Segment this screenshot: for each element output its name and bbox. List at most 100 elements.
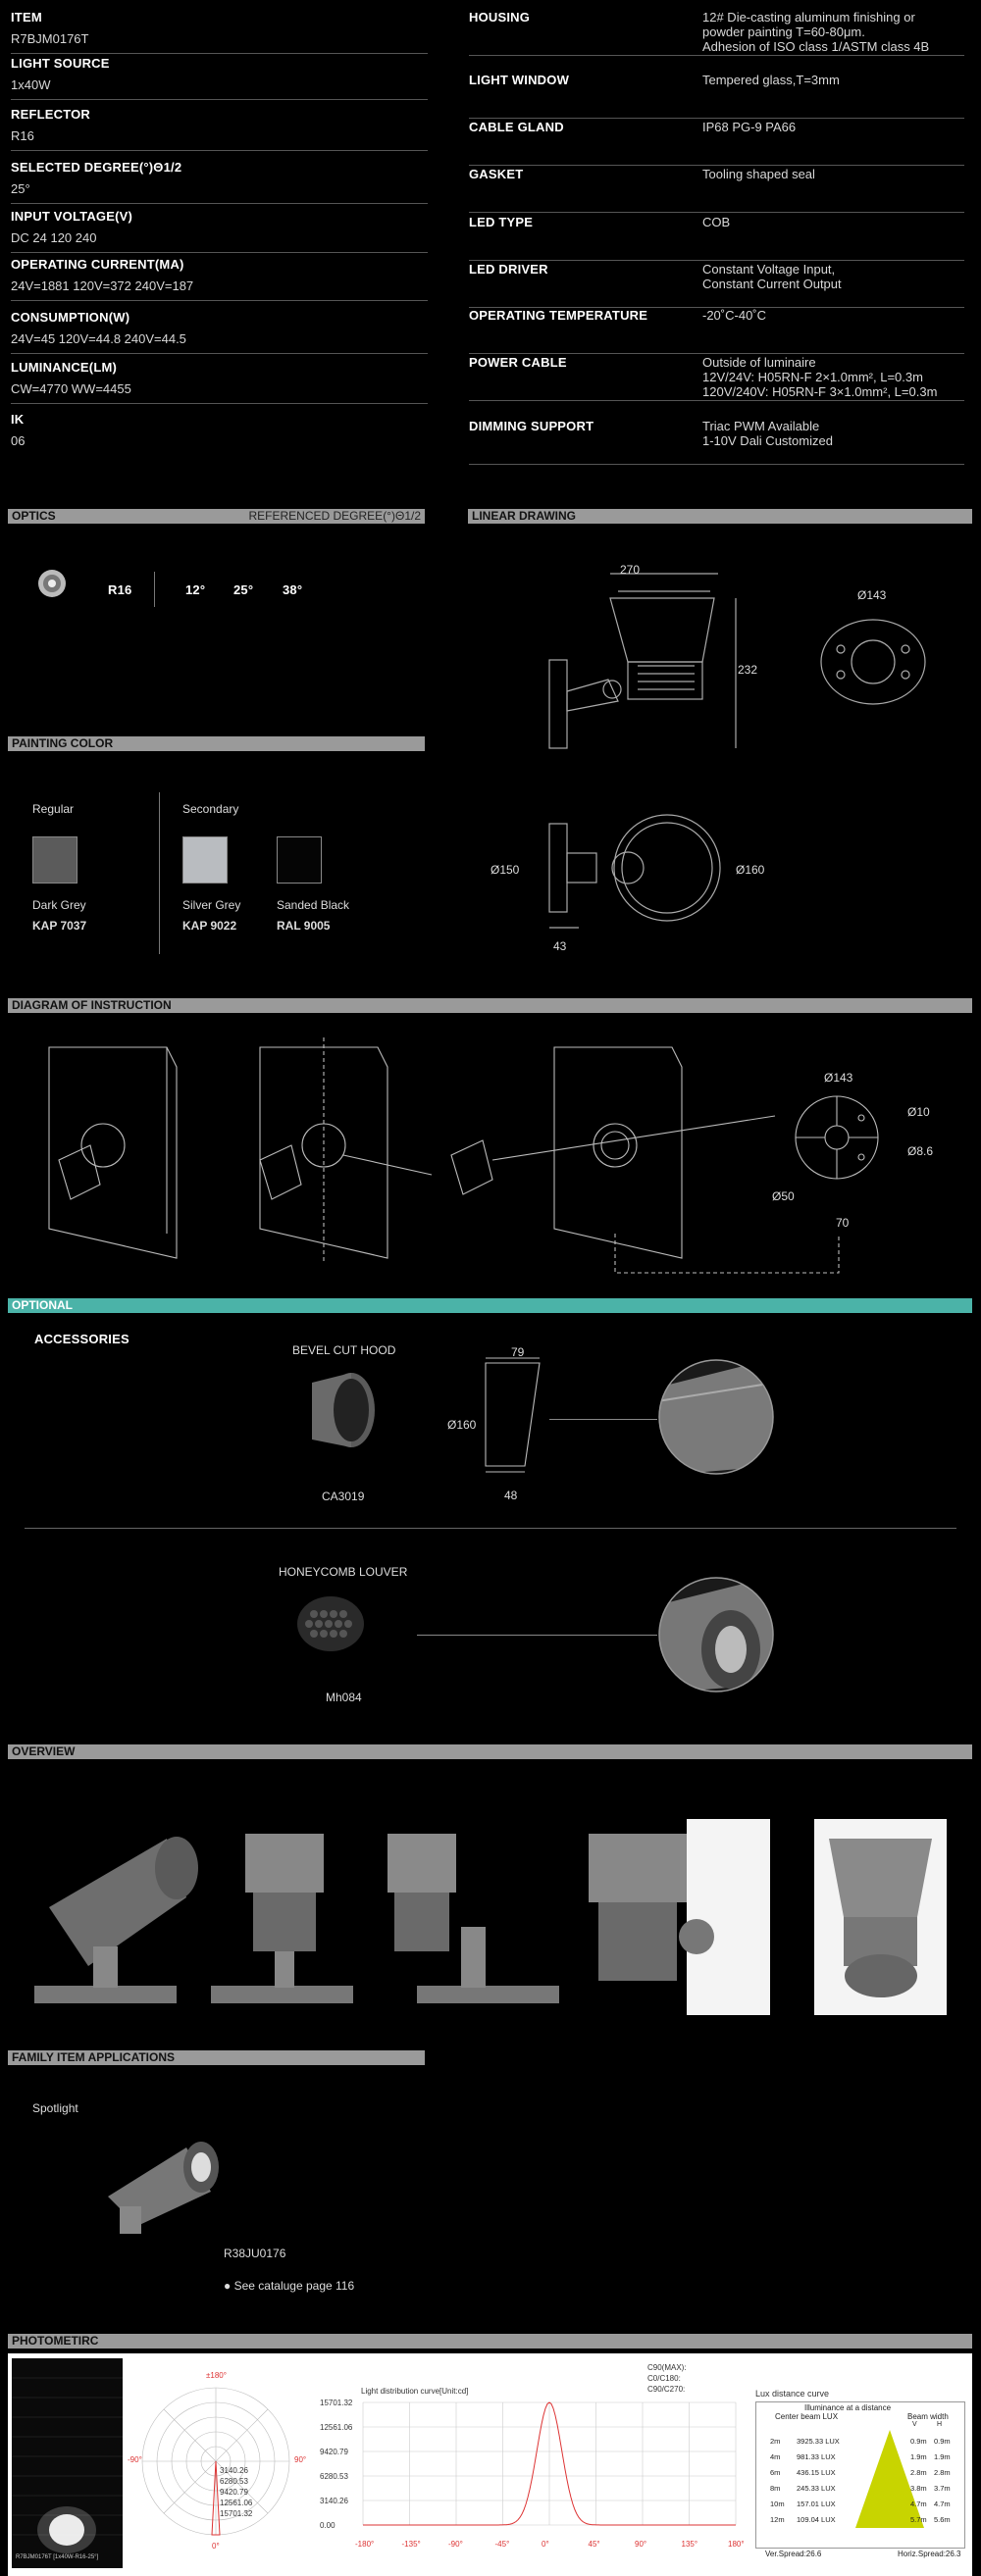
painting-title: PAINTING COLOR bbox=[12, 736, 114, 750]
painting-secondary: Secondary bbox=[182, 802, 239, 816]
spec-value: 24V=1881 120V=372 240V=187 bbox=[11, 278, 194, 293]
spec-label: ITEM bbox=[11, 10, 42, 25]
spec-value: 1x40W bbox=[11, 77, 51, 92]
instruction-title: DIAGRAM OF INSTRUCTION bbox=[12, 998, 172, 1012]
dim-bracket-70: 70 bbox=[836, 1216, 850, 1230]
spec-label: OPERATING TEMPERATURE bbox=[469, 308, 648, 323]
spec-label: GASKET bbox=[469, 167, 524, 181]
lux-head-2: Center beam LUX bbox=[775, 2412, 839, 2421]
spec-value: IP68 PG-9 PA66 bbox=[702, 120, 797, 134]
painting-regular: Regular bbox=[32, 802, 75, 816]
spec-label: POWER CABLE bbox=[469, 355, 567, 370]
photometric-title: PHOTOMETIRC bbox=[12, 2334, 99, 2348]
hood-profile-drawing bbox=[485, 1357, 541, 1473]
lux-cell: 12m bbox=[770, 2515, 785, 2524]
louver-leader-line bbox=[417, 1635, 657, 1636]
spec-value: 12# Die-casting aluminum finishing or po… bbox=[702, 10, 930, 54]
lux-cell: 436.15 LUX bbox=[797, 2468, 836, 2477]
family-title: FAMILY ITEM APPLICATIONS bbox=[12, 2050, 176, 2064]
lux-cell: 0.9m bbox=[934, 2437, 951, 2446]
spec-value: Constant Voltage Input, Constant Current… bbox=[702, 262, 842, 291]
spec-value: Tempered glass,T=3mm bbox=[702, 73, 840, 87]
lux-table-frame bbox=[755, 2401, 965, 2549]
lux-cell: 3925.33 LUX bbox=[797, 2437, 840, 2446]
polar-label-minus90: -90° bbox=[128, 2455, 142, 2464]
spec-label: CONSUMPTION(W) bbox=[11, 310, 130, 325]
lux-title: Lux distance curve bbox=[755, 2389, 830, 2399]
color-name: Silver Grey bbox=[182, 898, 241, 912]
spec-divider bbox=[469, 353, 964, 354]
polar-value: 9420.79 bbox=[220, 2488, 248, 2497]
hood-detail-image bbox=[658, 1359, 774, 1475]
curve-legend-2: C0/C180: bbox=[647, 2374, 681, 2383]
optics-degree-2: 25° bbox=[233, 582, 254, 597]
dim-top-diameter: Ø143 bbox=[857, 588, 887, 602]
linear-drawing-title: LINEAR DRAWING bbox=[472, 509, 576, 523]
front-view-drawing bbox=[548, 814, 721, 929]
spec-divider bbox=[11, 403, 428, 404]
curve-x-tick: 0° bbox=[542, 2540, 549, 2549]
polar-value: 12561.06 bbox=[220, 2499, 253, 2507]
curve-y-tick: 12561.06 bbox=[320, 2423, 353, 2432]
lux-spread-h: Horiz.Spread:26.3 bbox=[898, 2550, 961, 2558]
color-name: Dark Grey bbox=[32, 898, 86, 912]
polar-label-0: 0° bbox=[212, 2542, 220, 2551]
spec-value: COB bbox=[702, 215, 731, 229]
lux-cell: 4.7m bbox=[934, 2500, 951, 2508]
spec-divider bbox=[469, 260, 964, 261]
product-overview-renders bbox=[34, 1819, 947, 2015]
hood-dim-79: 79 bbox=[511, 1345, 525, 1359]
color-swatch bbox=[32, 836, 77, 884]
color-swatch bbox=[182, 836, 228, 884]
hood-dim-160: Ø160 bbox=[447, 1418, 477, 1432]
beam-caption: R7BJM0176T [1x40W-R16-25°] bbox=[16, 2554, 99, 2560]
lux-head-h: H bbox=[937, 2421, 943, 2428]
honeycomb-louver-image bbox=[297, 1596, 364, 1651]
lux-cell: 0.9m bbox=[910, 2437, 927, 2446]
spec-value: Triac PWM Available 1-10V Dali Customize… bbox=[702, 419, 833, 448]
spec-label: CABLE GLAND bbox=[469, 120, 564, 134]
lux-cell: 245.33 LUX bbox=[797, 2484, 836, 2493]
family-item-name: Spotlight bbox=[32, 2101, 78, 2115]
hood-code: CA3019 bbox=[322, 1490, 365, 1503]
spec-label: LIGHT WINDOW bbox=[469, 73, 570, 87]
optional-divider bbox=[25, 1528, 956, 1529]
optics-divider bbox=[154, 572, 155, 607]
spec-label: IK bbox=[11, 412, 25, 427]
lux-cone bbox=[855, 2430, 924, 2528]
lux-cell: 3.7m bbox=[934, 2484, 951, 2493]
curve-y-tick: 0.00 bbox=[320, 2521, 336, 2530]
overview-header: OVERVIEW bbox=[8, 1744, 972, 1759]
lux-cell: 157.01 LUX bbox=[797, 2500, 836, 2508]
spec-divider bbox=[469, 165, 964, 166]
dim-width: 270 bbox=[620, 563, 641, 577]
beam-render bbox=[12, 2377, 123, 2553]
lux-cell: 5.6m bbox=[934, 2515, 951, 2524]
lux-cell: 1.9m bbox=[934, 2452, 951, 2461]
spotlight-image bbox=[108, 2142, 219, 2234]
spec-divider bbox=[11, 300, 428, 301]
linear-drawing-header: LINEAR DRAWING bbox=[468, 509, 972, 524]
dim-front-43: 43 bbox=[553, 939, 567, 953]
lux-head-1: Illuminance at a distance bbox=[804, 2403, 892, 2412]
lux-cell: 981.33 LUX bbox=[797, 2452, 836, 2461]
curve-y-tick: 6280.53 bbox=[320, 2472, 348, 2481]
lux-cell: 5.7m bbox=[910, 2515, 927, 2524]
polar-label-90: 90° bbox=[294, 2455, 307, 2464]
spec-divider bbox=[11, 203, 428, 204]
accessories-title: ACCESSORIES bbox=[34, 1332, 129, 1346]
distribution-curve-line bbox=[363, 2401, 736, 2526]
color-swatch bbox=[277, 836, 322, 884]
curve-legend-3: C90/C270: bbox=[647, 2385, 686, 2394]
lux-cell: 109.04 LUX bbox=[797, 2515, 836, 2524]
lux-cell: 10m bbox=[770, 2500, 785, 2508]
bevel-hood-image bbox=[312, 1373, 375, 1447]
top-view-drawing bbox=[820, 619, 926, 705]
dim-bracket-143: Ø143 bbox=[824, 1071, 853, 1085]
curve-x-tick: 45° bbox=[588, 2540, 600, 2549]
optional-title: OPTIONAL bbox=[12, 1298, 73, 1312]
curve-x-tick: -135° bbox=[401, 2540, 421, 2549]
spec-divider bbox=[469, 55, 964, 56]
curve-y-tick: 15701.32 bbox=[320, 2399, 353, 2407]
dim-bracket-50: Ø50 bbox=[772, 1189, 795, 1203]
